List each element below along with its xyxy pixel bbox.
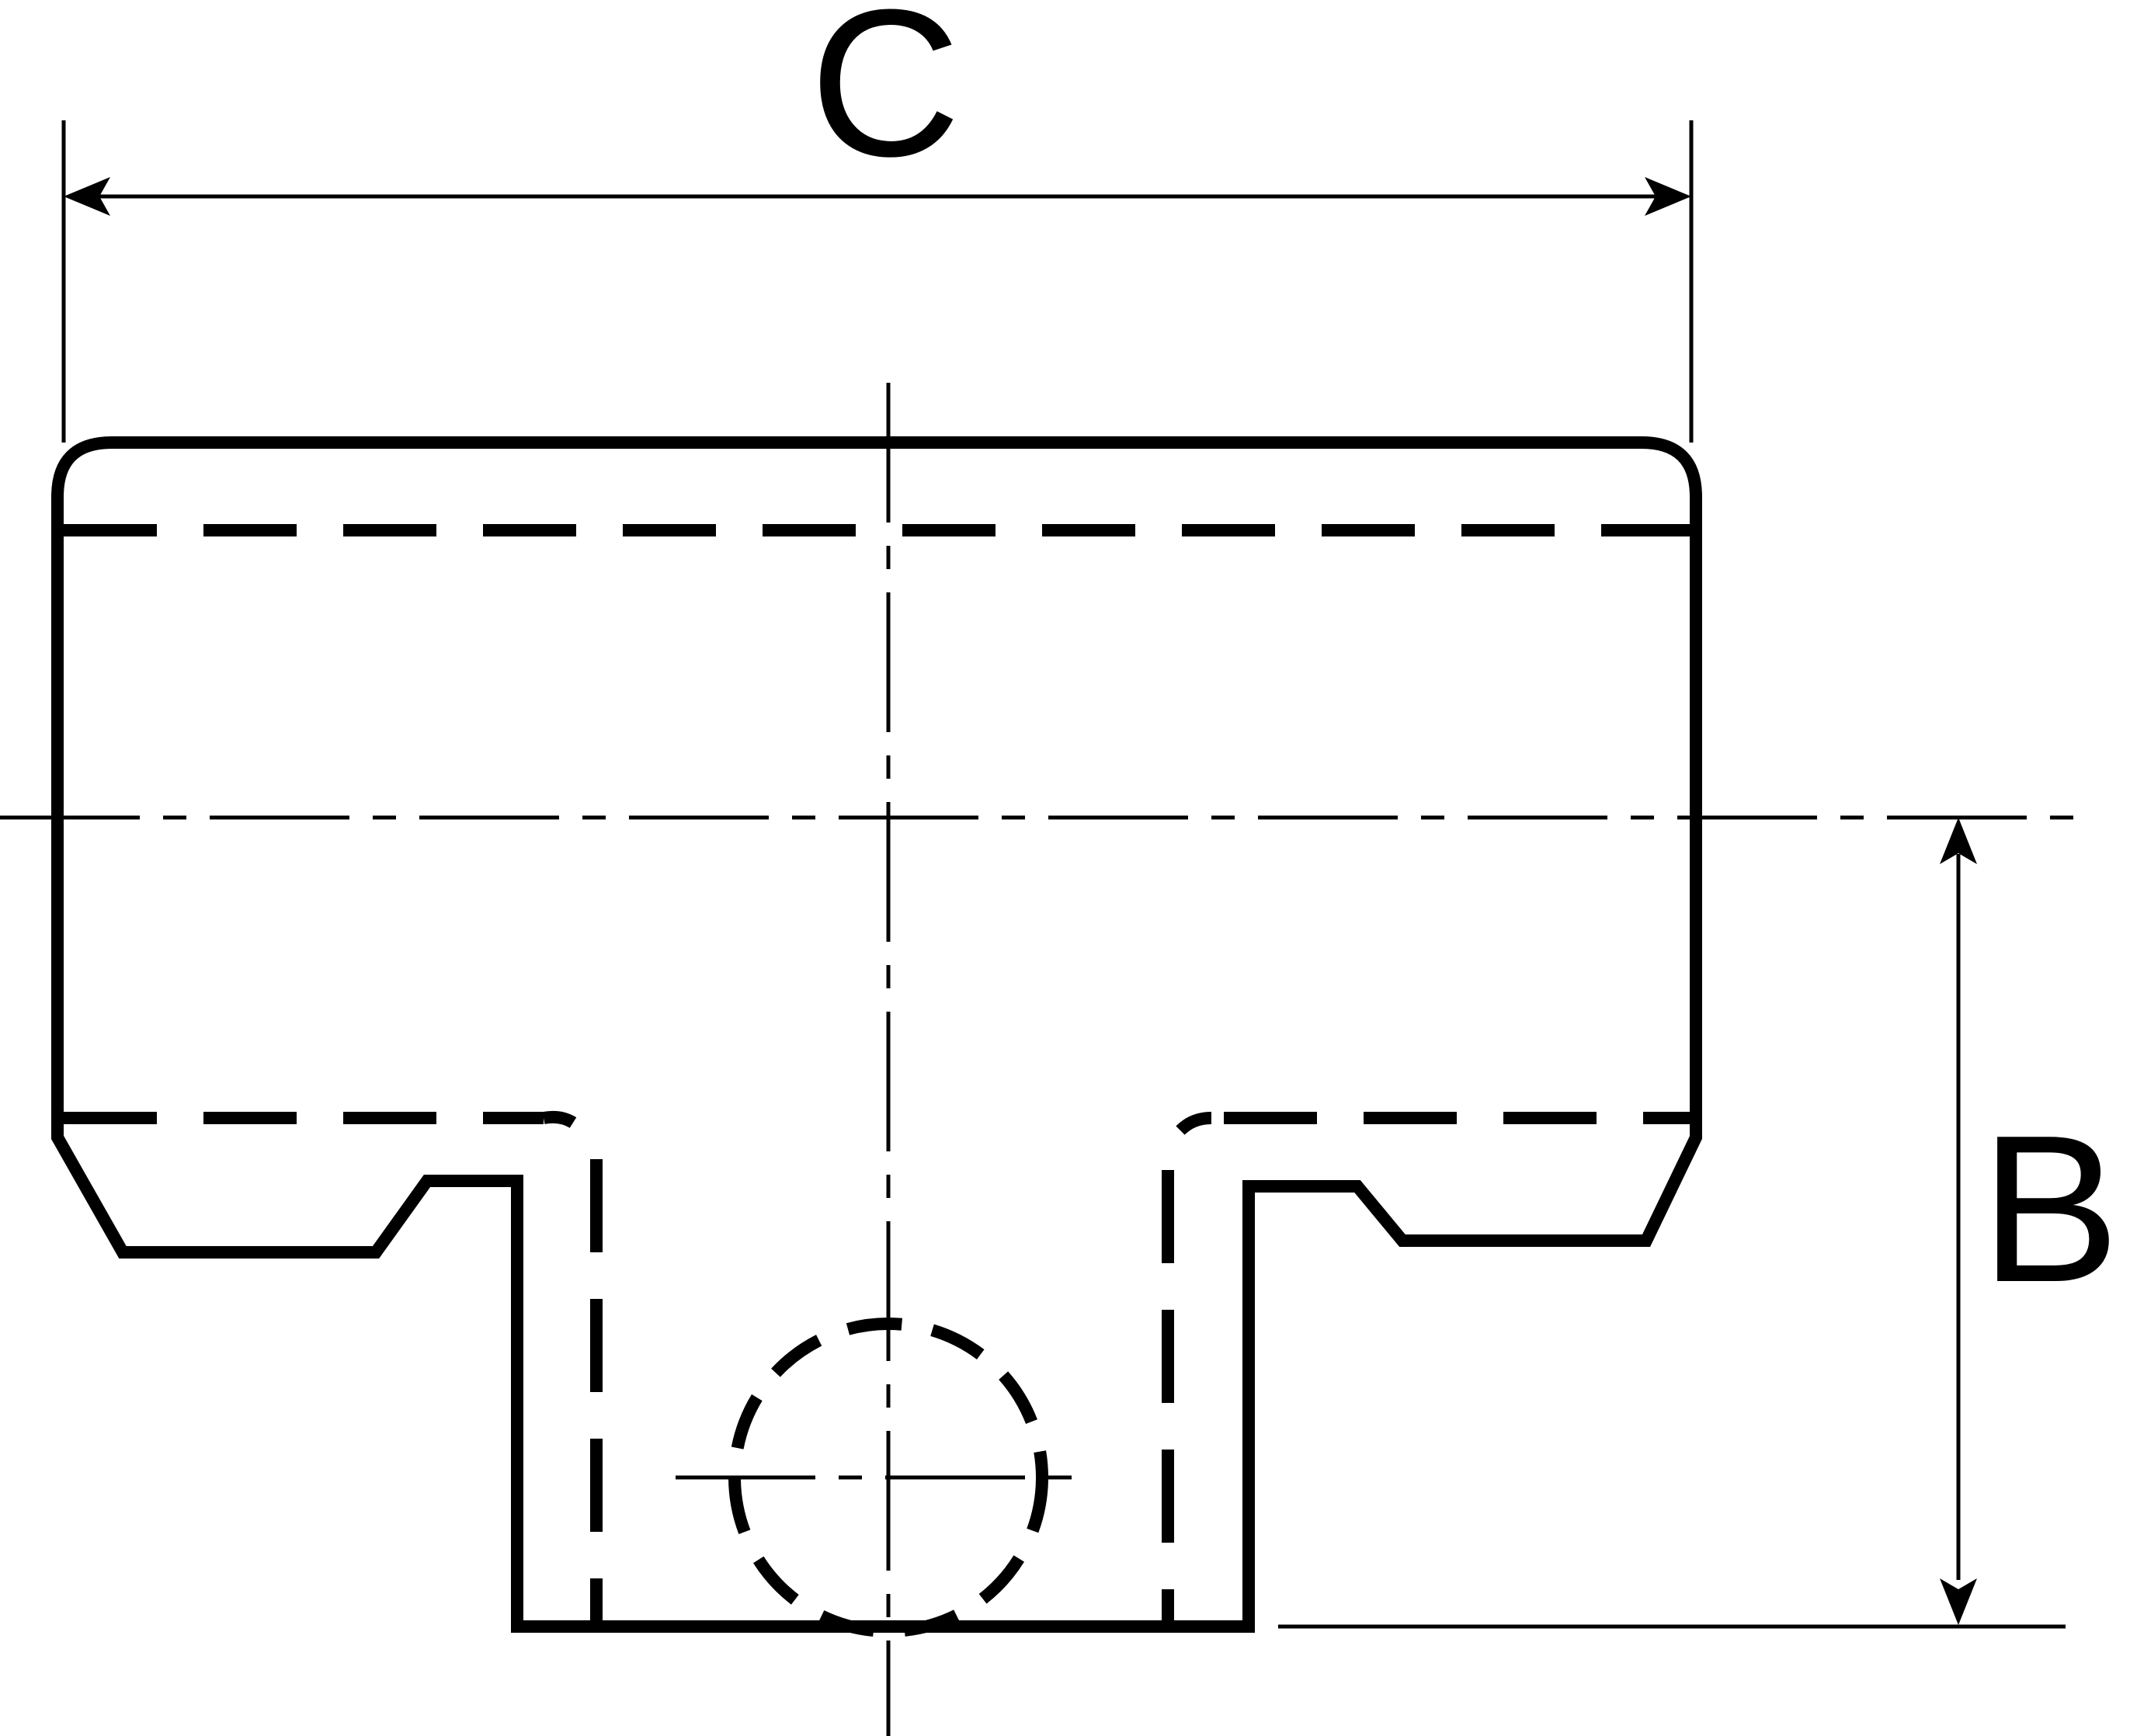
- hidden-fillet-left: [542, 1110, 577, 1128]
- arrowhead-left: [64, 177, 110, 216]
- dimension-label-c: C: [810, 0, 961, 200]
- center-lines: [0, 383, 2081, 1736]
- dimension-label-b: B: [1980, 1092, 2120, 1326]
- arrowhead-right: [1645, 177, 1691, 216]
- dimension-b: B: [1278, 818, 2120, 1629]
- arrowhead-top: [1940, 818, 1977, 864]
- arrowhead-bottom: [1940, 1578, 1977, 1625]
- dimension-c: C: [61, 0, 1694, 443]
- hidden-hole: [728, 1318, 1048, 1637]
- part-outline: [51, 436, 1702, 1633]
- hidden-fillet-right: [1176, 1112, 1212, 1135]
- hidden-lines: [64, 524, 1690, 1637]
